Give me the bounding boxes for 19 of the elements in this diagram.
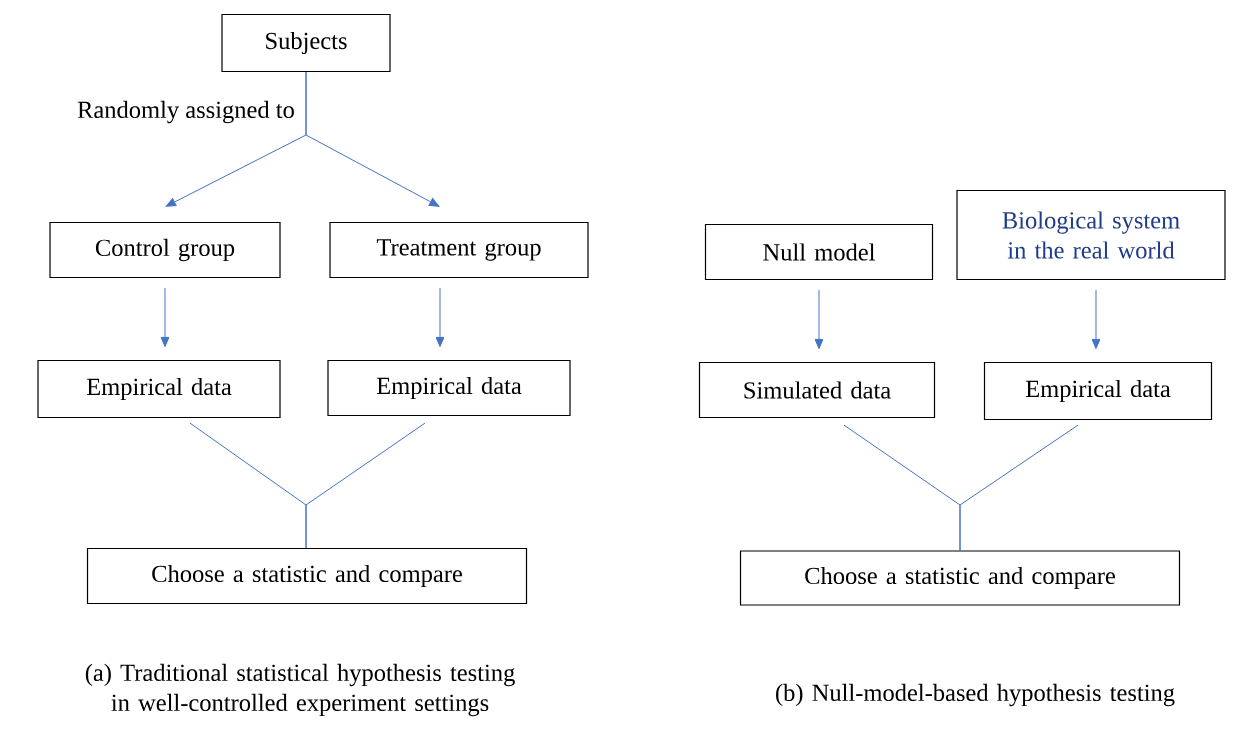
process-box: Choose a statistic and compare: [739, 550, 1181, 606]
process-box: Empirical data: [983, 361, 1213, 421]
process-box: Choose a statistic and compare: [86, 547, 528, 605]
process-box: Empirical data: [327, 359, 571, 417]
process-box: Biological system in the real world: [956, 189, 1226, 281]
process-box: Null model: [704, 223, 934, 281]
edge-label: Randomly assigned to: [77, 100, 294, 124]
arrow: [435, 287, 445, 348]
arrow: [160, 287, 170, 348]
process-box: Control group: [49, 221, 281, 279]
process-box: Empirical data: [37, 359, 281, 419]
process-box: Treatment group: [329, 221, 589, 279]
arrow: [814, 289, 824, 350]
caption: (b) Null-model-based hypothesis testing: [776, 683, 1175, 707]
arrow: [305, 71, 440, 207]
process-box: Subjects: [221, 13, 391, 73]
caption: (a) Traditional statistical hypothesis testing in well-controlled experiment settings: [85, 663, 515, 717]
arrow: [1091, 289, 1101, 350]
process-box: Simulated data: [698, 361, 936, 419]
